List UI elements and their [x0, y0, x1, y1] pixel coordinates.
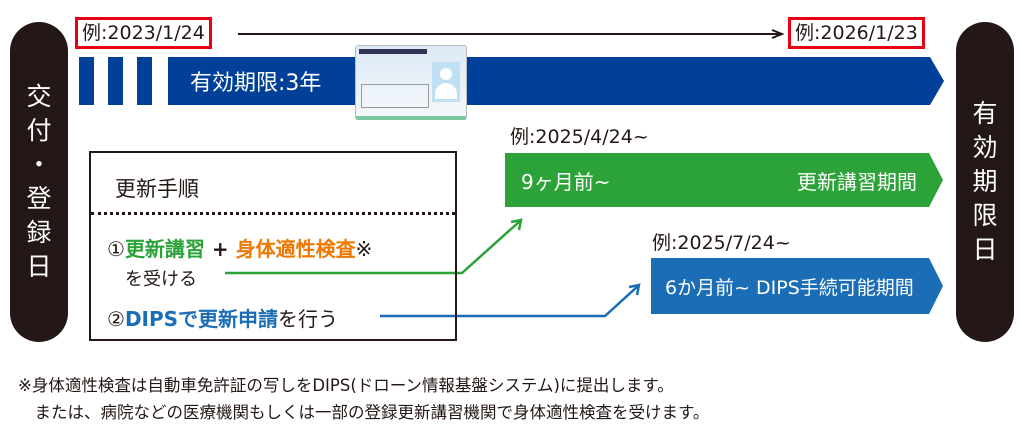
avatar-icon: [440, 68, 452, 80]
dips-example-date: 例:2025/7/24~: [652, 232, 791, 254]
step-1-suffix: を受ける: [125, 269, 197, 290]
pill-char: 交: [26, 82, 52, 111]
procedure-box: 更新手順 ①更新講習 + 身体適性検査※ を受ける ②DIPSで更新申請を行う: [89, 151, 457, 341]
course-example-date: 例:2025/4/24~: [510, 126, 649, 148]
step-number: ②: [107, 307, 125, 331]
validity-bar: 有効期限:3年: [168, 57, 944, 105]
pill-char: 付: [26, 116, 52, 145]
pill-char: 効: [972, 133, 998, 162]
bar-stripe: [79, 57, 94, 105]
course-label: 更新講習期間: [797, 169, 917, 194]
dips-period-bar: 6か月前~ DIPS手続可能期間: [651, 258, 943, 314]
procedure-title: 更新手順: [115, 177, 199, 201]
issue-date-pill: 交 付 ・ 登 録 日: [10, 22, 68, 342]
pill-char: 日: [26, 252, 52, 281]
step-number: ①: [107, 237, 125, 261]
exam-text: 身体適性検査: [235, 237, 356, 261]
green-connector: [225, 220, 521, 275]
dips-label: 6か月前~ DIPS手続可能期間: [665, 276, 914, 299]
step-1: ①更新講習 + 身体適性検査※: [107, 233, 372, 262]
validity-label: 有効期限:3年: [190, 71, 322, 96]
footnote: ※身体適性検査は自動車免許証の写しをDIPS(ドローン情報基盤システム)に提出し…: [18, 376, 674, 395]
avatar-body: [435, 83, 457, 99]
pill-char: 日: [972, 235, 998, 264]
note-mark: ※: [355, 237, 373, 261]
footnote: または、病院などの医療機関もしくは一部の登録更新講習機関で身体適性検査を受けます…: [18, 403, 710, 422]
step-2: ②DIPSで更新申請を行う: [107, 303, 338, 332]
renewal-course-bar: 9ヶ月前~ 更新講習期間: [505, 153, 943, 207]
card-photo: [432, 62, 460, 102]
dips-apply-text: DIPSで更新申請: [124, 307, 279, 331]
start-date-label: 例:2023/1/24: [75, 17, 212, 49]
course-start: 9ヶ月前~: [521, 169, 611, 194]
bar-stripe: [108, 57, 123, 105]
divider: [91, 212, 455, 215]
pill-char: ・: [26, 150, 52, 179]
pill-char: 期: [972, 167, 998, 196]
plus-text: +: [204, 237, 236, 261]
license-card-image: [355, 45, 467, 120]
expiry-date-pill: 有 効 期 限 日: [956, 22, 1014, 342]
arrowhead-icon: [510, 218, 523, 231]
bar-stripe: [137, 57, 152, 105]
arrowhead-icon: [628, 283, 641, 296]
course-text: 更新講習: [124, 237, 205, 261]
card-table: [361, 84, 429, 108]
step-2-suffix: を行う: [278, 307, 339, 331]
arrowhead-icon: [771, 29, 785, 39]
pill-char: 有: [972, 99, 998, 128]
pill-char: 限: [972, 201, 998, 230]
pill-char: 登: [26, 184, 52, 213]
end-date-label: 例:2026/1/23: [788, 17, 925, 49]
card-header: [359, 49, 427, 54]
pill-char: 録: [26, 218, 52, 247]
